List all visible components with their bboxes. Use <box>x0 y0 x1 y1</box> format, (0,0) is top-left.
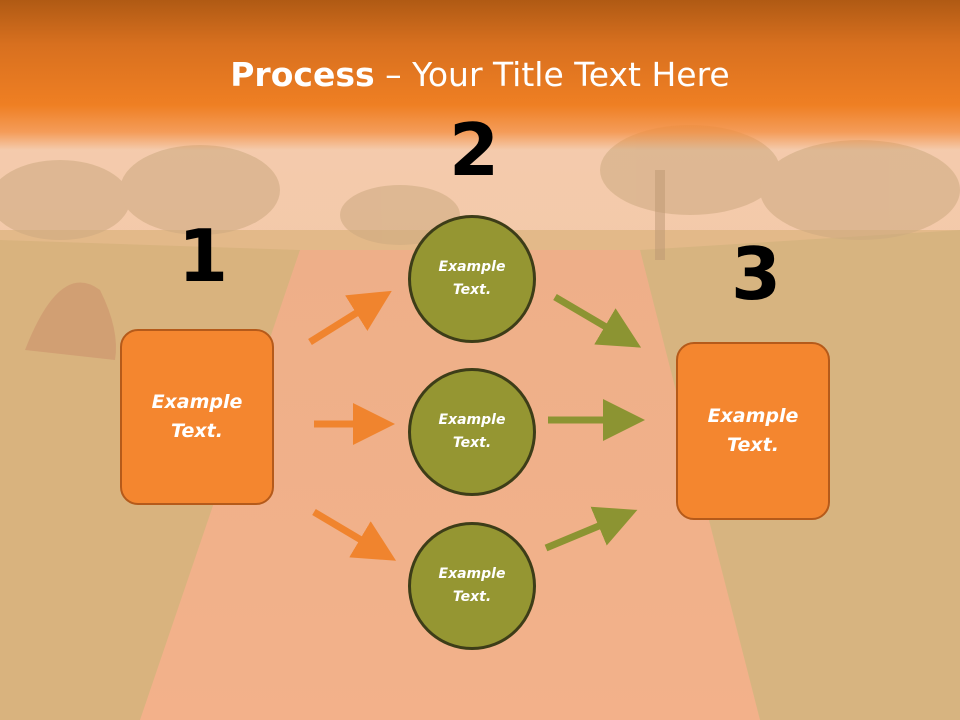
circle-bottom-text: Example Text. <box>438 566 506 605</box>
step3-box-text: Example Text. <box>707 405 799 456</box>
header-bar <box>0 0 960 150</box>
arrow-circle-top-to-box3 <box>553 293 642 348</box>
step2-circle-bottom: Example Text. <box>408 522 536 650</box>
step2-circle-top: Example Text. <box>408 215 536 343</box>
step1-box-text: Example Text. <box>151 391 243 442</box>
circle-middle-text: Example Text. <box>438 412 506 451</box>
arrow-box1-to-circle-top <box>308 290 392 345</box>
step2-circle-middle: Example Text. <box>408 368 536 496</box>
slide-title: Process – Your Title Text Here <box>0 52 960 98</box>
step1-box: Example Text. <box>120 329 274 505</box>
step-number-3: 3 <box>731 232 782 316</box>
step3-box: Example Text. <box>676 342 830 520</box>
title-rest: – Your Title Text Here <box>374 55 730 94</box>
step-number-2: 2 <box>449 108 500 192</box>
circle-top-text: Example Text. <box>438 259 506 298</box>
step-number-1: 1 <box>178 214 229 298</box>
arrow-circle-bottom-to-box3 <box>544 506 638 552</box>
title-bold: Process <box>230 55 375 94</box>
arrow-box1-to-circle-bottom <box>312 508 397 561</box>
